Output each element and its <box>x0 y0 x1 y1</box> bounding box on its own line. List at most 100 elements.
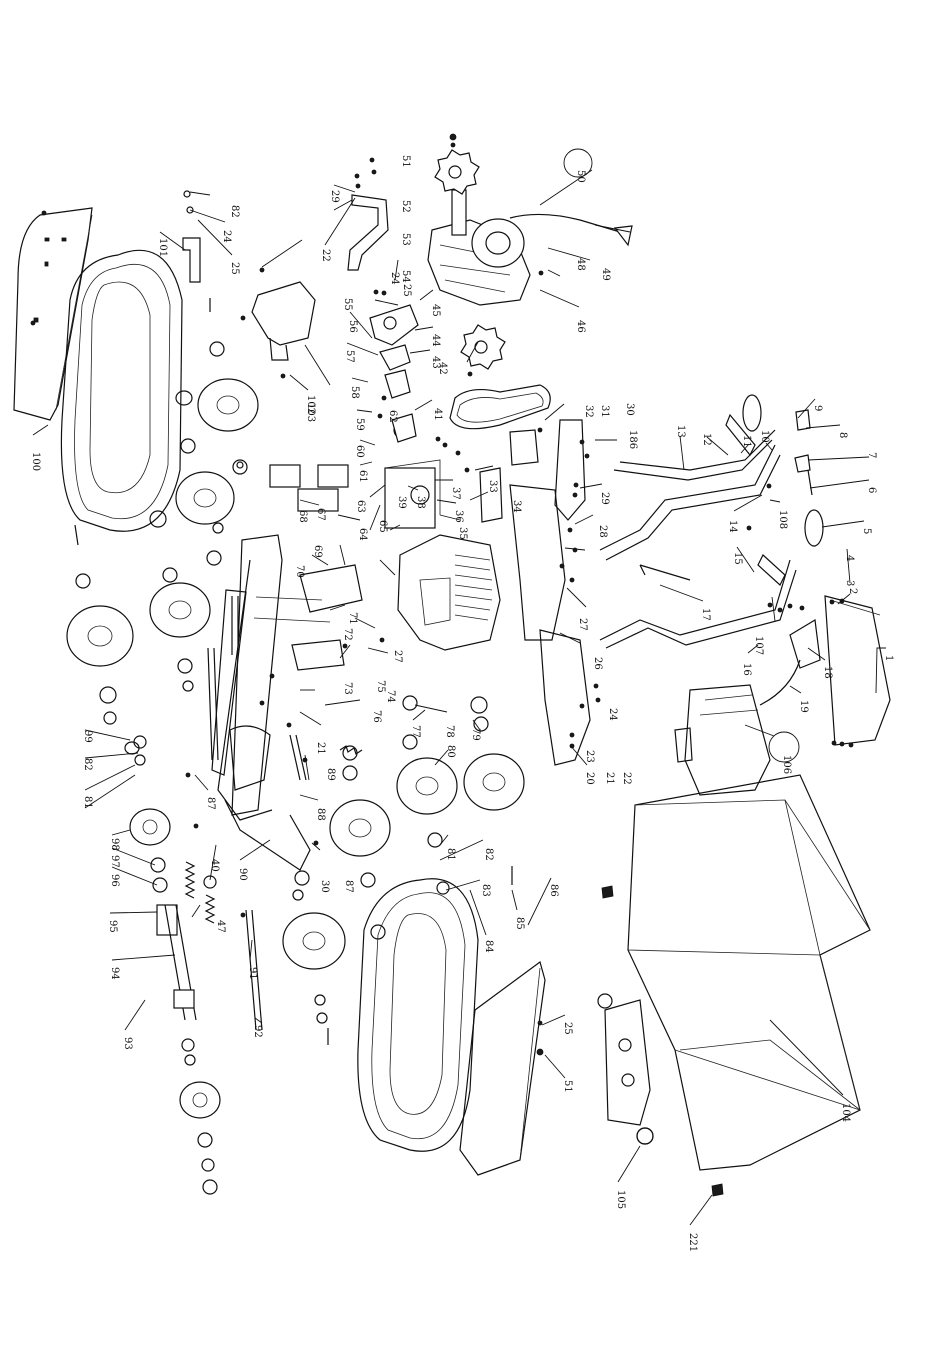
callout-53: 53 <box>400 233 411 246</box>
callout-80: 80 <box>445 745 456 758</box>
callout-186: 186 <box>627 430 638 449</box>
callout-49: 49 <box>600 268 611 281</box>
callout-4: 4 <box>844 555 855 561</box>
callout-105: 105 <box>615 1190 626 1209</box>
callout-90: 90 <box>237 868 248 881</box>
chassis-frame <box>211 464 363 871</box>
callout-91: 91 <box>247 967 258 980</box>
callout-24: 24 <box>389 272 400 285</box>
callout-72: 72 <box>342 628 353 641</box>
callout-48: 48 <box>575 258 586 271</box>
callout-84: 84 <box>483 940 494 953</box>
callout-60: 60 <box>354 445 365 458</box>
callout-38: 38 <box>415 496 426 509</box>
callout-45: 45 <box>430 304 441 317</box>
callout-labels: 1234567891011121314151617181920212122222… <box>30 155 894 1252</box>
callout-86: 86 <box>548 884 559 897</box>
callout-103: 103 <box>305 403 316 422</box>
mid-flanges <box>124 390 217 889</box>
callout-25: 25 <box>401 284 412 297</box>
callout-71: 71 <box>347 612 358 625</box>
sprockets <box>369 149 506 443</box>
callout-82: 82 <box>483 848 494 861</box>
callout-18: 18 <box>822 666 833 679</box>
callout-93: 93 <box>122 1037 133 1050</box>
callout-11: 11 <box>741 435 752 448</box>
callout-42: 42 <box>437 362 448 375</box>
bracket-54 <box>347 194 389 271</box>
callout-30: 30 <box>319 880 330 893</box>
callout-32: 32 <box>583 405 594 418</box>
callout-107: 107 <box>753 636 764 655</box>
callout-73: 73 <box>342 682 353 695</box>
callout-26: 26 <box>592 657 603 670</box>
bracket-101 <box>182 190 201 283</box>
callout-15: 15 <box>732 552 743 565</box>
callout-51: 51 <box>562 1080 573 1093</box>
callout-40: 40 <box>209 859 220 872</box>
callout-98: 98 <box>109 838 120 851</box>
callout-88: 88 <box>315 808 326 821</box>
callout-74: 74 <box>385 690 396 703</box>
small-hardware <box>30 133 854 1197</box>
callout-108: 108 <box>777 510 788 529</box>
callout-23: 23 <box>584 750 595 763</box>
road-wheels <box>66 378 525 970</box>
callout-35: 35 <box>457 527 468 540</box>
leader-lines <box>32 169 886 1226</box>
callout-1: 1 <box>883 655 894 661</box>
control-box <box>674 684 771 796</box>
callout-75: 75 <box>375 680 386 693</box>
callout-59: 59 <box>354 418 365 431</box>
callout-69: 69 <box>312 545 323 558</box>
callout-94: 94 <box>109 967 120 980</box>
callout-55: 55 <box>342 298 353 311</box>
callout-25: 25 <box>229 262 240 275</box>
callout-43: 43 <box>430 356 441 369</box>
right-track-cover <box>459 960 546 1176</box>
side-plates <box>479 419 891 766</box>
callout-27: 27 <box>392 650 403 663</box>
callout-82: 82 <box>229 205 240 218</box>
callout-221: 221 <box>687 1233 698 1252</box>
callout-21: 21 <box>604 772 615 785</box>
callout-16: 16 <box>741 663 752 676</box>
callout-82: 82 <box>82 758 93 771</box>
callout-50-circle <box>563 148 593 178</box>
callout-64: 64 <box>357 528 368 541</box>
callout-20: 20 <box>584 772 595 785</box>
callout-65: 65 <box>377 520 388 533</box>
callout-39: 39 <box>396 496 407 509</box>
callout-101: 101 <box>157 238 168 257</box>
callout-33: 33 <box>487 480 498 493</box>
callout-19: 19 <box>798 700 809 713</box>
callout-89: 89 <box>325 768 336 781</box>
callout-22: 22 <box>320 249 331 262</box>
right-rubber-track <box>357 878 479 1152</box>
callout-12: 12 <box>701 433 712 446</box>
callout-76: 76 <box>371 710 382 723</box>
callout-87: 87 <box>205 797 216 810</box>
callout-92: 92 <box>252 1025 263 1038</box>
callout-3: 3 <box>844 580 855 586</box>
pulley-shroud <box>251 281 316 361</box>
callout-2: 2 <box>847 588 858 594</box>
callout-95: 95 <box>107 920 118 933</box>
callout-61: 61 <box>357 470 368 483</box>
callout-99: 99 <box>82 730 93 743</box>
callout-29: 29 <box>599 492 610 505</box>
callout-37: 37 <box>450 487 461 500</box>
callout-78: 78 <box>444 725 455 738</box>
callout-56: 56 <box>347 320 358 333</box>
callout-41: 41 <box>432 408 443 421</box>
callout-34: 34 <box>511 500 522 513</box>
callout-5: 5 <box>861 528 872 534</box>
callout-63: 63 <box>355 500 366 513</box>
engine <box>384 459 501 651</box>
callout-106: 106 <box>781 755 792 774</box>
callout-28: 28 <box>597 525 608 538</box>
callout-30: 30 <box>624 403 635 416</box>
callout-8: 8 <box>837 432 848 438</box>
callout-87: 87 <box>343 880 354 893</box>
